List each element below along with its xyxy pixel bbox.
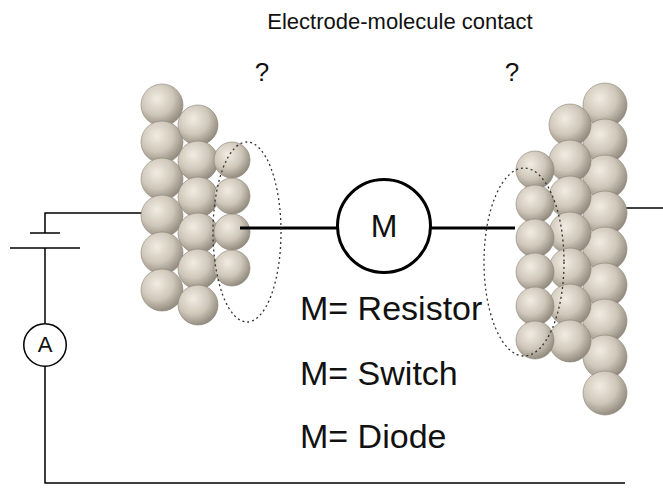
metal-atom [516,219,554,257]
metal-atom [549,212,591,254]
metal-atom [583,371,627,415]
metal-atom [141,269,183,311]
molecule-circle: M [336,178,432,274]
contact-label: Electrode-molecule contact [267,10,532,34]
molecule-function: M= Diode [298,418,448,455]
metal-atom [141,195,183,237]
metal-atom [178,105,218,145]
circle-shape [338,180,431,273]
metal-atom [141,158,183,200]
metal-atom [141,121,183,163]
metal-atom [178,285,218,325]
metal-atom [516,185,554,223]
metal-atom [549,104,591,146]
ammeter-symbol: A [23,323,67,367]
right-electrode [516,83,627,415]
metal-atom [178,177,218,217]
circle-shape [24,324,67,367]
node-text: M [371,210,398,242]
metal-atom [214,178,250,214]
metal-atom [516,151,554,189]
metal-atom [549,176,591,218]
metal-atom [214,142,250,178]
metal-atom [141,84,183,126]
metal-atom [549,140,591,182]
molecule-function: M= Switch [298,355,460,392]
metal-atom [516,253,554,291]
node-text: A [38,334,53,356]
metal-atom [516,321,554,359]
metal-atom [516,287,554,325]
question-mark: ? [505,58,519,87]
metal-atom [141,232,183,274]
question-mark: ? [255,58,269,87]
metal-atom [178,141,218,181]
left-electrode [141,84,250,325]
battery-symbol [10,233,80,248]
metal-atom [178,213,218,253]
metal-atom [214,250,250,286]
metal-atom [214,214,250,250]
metal-atom [549,320,591,362]
metal-atom [178,249,218,289]
molecule-function: M= Resistor [298,290,484,327]
contact-ellipse [213,142,564,356]
